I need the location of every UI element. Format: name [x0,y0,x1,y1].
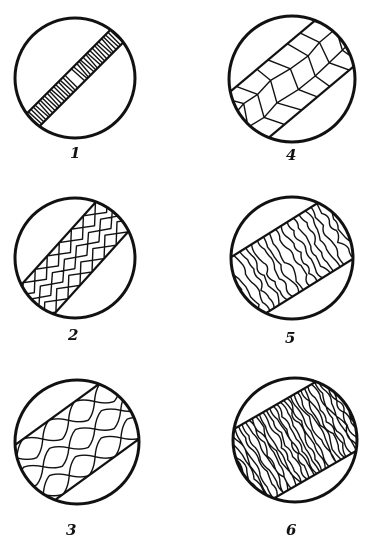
texture-6 [195,360,368,521]
panel-label-2: 2 [67,326,78,344]
texture-4 [207,10,366,157]
panel-label-5: 5 [285,329,295,347]
band-3 [0,345,192,522]
band-1 [19,22,131,134]
panel-5: 5 [196,184,368,347]
circle-frame-4 [229,16,355,142]
wavy-lines [196,184,368,335]
texture-5 [196,184,368,335]
panel-label-4: 4 [286,146,296,164]
panel-1: 1 [15,18,135,162]
panel-2: 2 [5,176,152,344]
panel-3: 3 [0,345,192,539]
dense-wavy-lines [195,360,368,521]
texture-1 [22,25,128,131]
circle-frame-5 [231,197,353,319]
panel-label-3: 3 [66,521,76,539]
hatch-lines [22,25,128,131]
band-4 [207,5,368,157]
circle-frame-1 [15,18,135,138]
band-5 [196,184,368,335]
panel-4: 4 [207,5,368,164]
grain-boundaries [207,10,366,157]
panel-label-6: 6 [286,521,297,539]
panel-6: 6 [195,360,368,539]
panel-label-1: 1 [70,144,80,162]
band-6 [195,360,368,521]
